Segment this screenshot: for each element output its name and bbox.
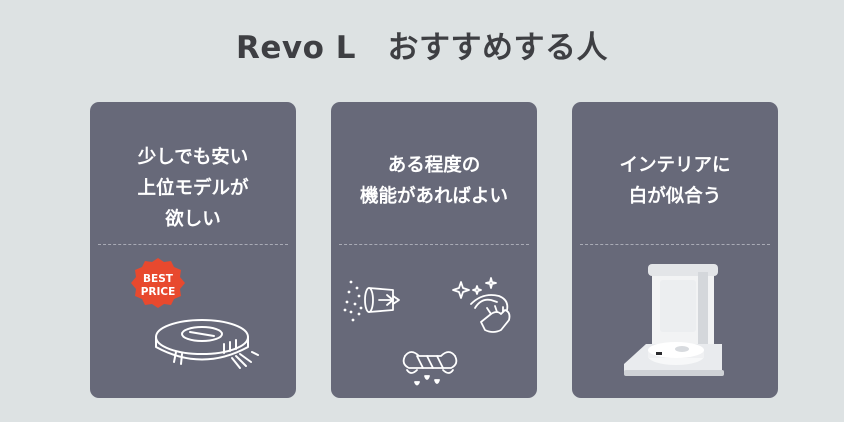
dashed-divider xyxy=(98,244,288,245)
card-text-line: 少しでも安い xyxy=(137,147,249,168)
docking-station-icon xyxy=(624,264,724,376)
feature-icons xyxy=(343,277,511,386)
card-text: インテリアに 白が似合う xyxy=(572,150,778,212)
card-text-line: 上位モデルが xyxy=(137,178,249,199)
recommend-card-1: 少しでも安い 上位モデルが 欲しい BEST PRICE xyxy=(90,102,296,398)
card-text: 少しでも安い 上位モデルが 欲しい xyxy=(90,142,296,235)
recommend-card-2: ある程度の 機能があればよい xyxy=(331,102,537,398)
card-text: ある程度の 機能があればよい xyxy=(331,150,537,212)
robot-vacuum-station-image xyxy=(624,264,724,376)
page-title: Revo L おすすめする人 xyxy=(236,30,608,66)
mopping-hand-icon xyxy=(452,277,511,333)
best-price-badge-icon: BEST PRICE xyxy=(131,258,185,308)
card-text-line: インテリアに xyxy=(619,155,731,176)
recommend-card-3: インテリアに 白が似合う xyxy=(572,102,778,398)
mop-wringing-icon xyxy=(402,351,458,386)
dashed-divider xyxy=(339,244,529,245)
robot-vacuum-illustration: BEST PRICE xyxy=(131,258,259,369)
card-text-line: 機能があればよい xyxy=(359,186,508,207)
badge-best-text: BEST xyxy=(143,273,174,285)
card-text-line: 白が似合う xyxy=(628,186,722,207)
suction-icon xyxy=(343,280,400,322)
badge-price-text: PRICE xyxy=(141,286,176,298)
card-text-line: ある程度の xyxy=(387,155,481,176)
vacuum-icon xyxy=(155,319,259,369)
dashed-divider xyxy=(580,244,770,245)
card-text-line: 欲しい xyxy=(165,209,221,230)
